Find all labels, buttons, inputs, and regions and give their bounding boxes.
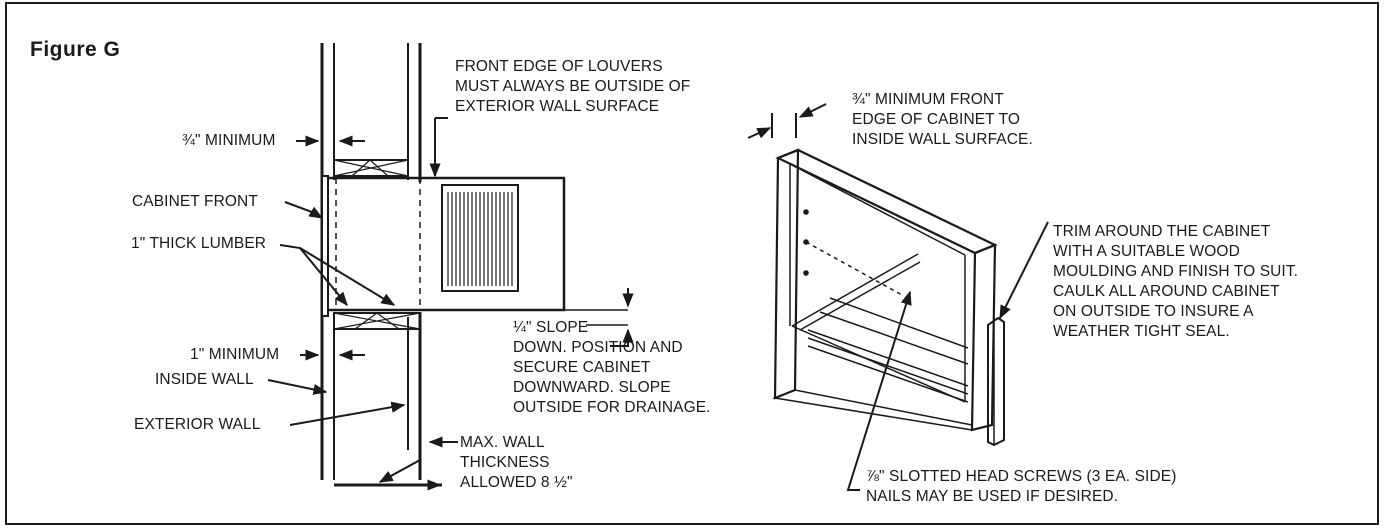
note-line: THICKNESS — [460, 454, 550, 471]
cabinet-front-label: CABINET FRONT — [132, 193, 258, 210]
note-line: ALLOWED 8 ½" — [460, 474, 573, 491]
exterior-wall-label: EXTERIOR WALL — [134, 416, 261, 433]
lumber-label: 1" THICK LUMBER — [131, 235, 267, 252]
note-line: OUTSIDE FOR DRAINAGE. — [513, 399, 711, 416]
note-line: EDGE OF CABINET TO — [852, 111, 1021, 128]
note-line: ⅞" SLOTTED HEAD SCREWS (3 EA. SIDE) — [866, 468, 1177, 485]
note-line: TRIM AROUND THE CABINET — [1053, 223, 1271, 240]
note-line: MOULDING AND FINISH TO SUIT. — [1053, 263, 1299, 280]
max-wall-note: MAX. WALL THICKNESS ALLOWED 8 ½" — [460, 433, 573, 493]
note-line: MAX. WALL — [460, 434, 545, 451]
figure-title: Figure G — [30, 38, 121, 61]
note-line: NAILS MAY BE USED IF DESIRED. — [866, 488, 1119, 505]
front-edge-louvers-note: FRONT EDGE OF LOUVERS MUST ALWAYS BE OUT… — [455, 57, 690, 117]
note-line: INSIDE WALL SURFACE. — [852, 131, 1033, 148]
cabinet-edge-note: ¾" MINIMUM FRONT EDGE OF CABINET TO INSI… — [852, 90, 1033, 150]
figure-frame — [5, 2, 1379, 525]
note-line: ¼" SLOPE — [513, 319, 589, 336]
louver-grille — [447, 192, 513, 286]
note-line: ¾" MINIMUM FRONT — [852, 91, 1004, 108]
note-line: EXTERIOR WALL SURFACE — [455, 98, 660, 115]
note-line: DOWN. POSITION AND — [513, 339, 683, 356]
leader-lines-left — [267, 117, 634, 491]
trim-note: TRIM AROUND THE CABINET WITH A SUITABLE … — [1053, 222, 1298, 342]
screw-holes — [803, 209, 809, 276]
one-inch-minimum-label: 1" MINIMUM — [190, 346, 280, 363]
cabinet-side-view — [321, 175, 566, 317]
slope-note: ¼" SLOPE DOWN. POSITION AND SECURE CABIN… — [513, 318, 711, 418]
note-line: CAULK ALL AROUND CABINET — [1053, 283, 1280, 300]
note-line: WEATHER TIGHT SEAL. — [1053, 323, 1230, 340]
note-line: MUST ALWAYS BE OUTSIDE OF — [455, 78, 691, 95]
cabinet-perspective — [772, 148, 1005, 447]
three-quarter-minimum-label: ¾" MINIMUM — [182, 132, 276, 149]
note-line: WITH A SUITABLE WOOD — [1053, 243, 1240, 260]
note-line: ON OUTSIDE TO INSURE A — [1053, 303, 1254, 320]
note-line: FRONT EDGE OF LOUVERS — [455, 58, 663, 75]
note-line: SECURE CABINET — [513, 359, 651, 376]
inside-wall-label: INSIDE WALL — [155, 371, 254, 388]
leader-lines-right — [747, 103, 1049, 491]
note-line: DOWNWARD. SLOPE — [513, 379, 671, 396]
screws-note: ⅞" SLOTTED HEAD SCREWS (3 EA. SIDE) NAIL… — [866, 467, 1176, 507]
wall-section — [320, 43, 422, 480]
